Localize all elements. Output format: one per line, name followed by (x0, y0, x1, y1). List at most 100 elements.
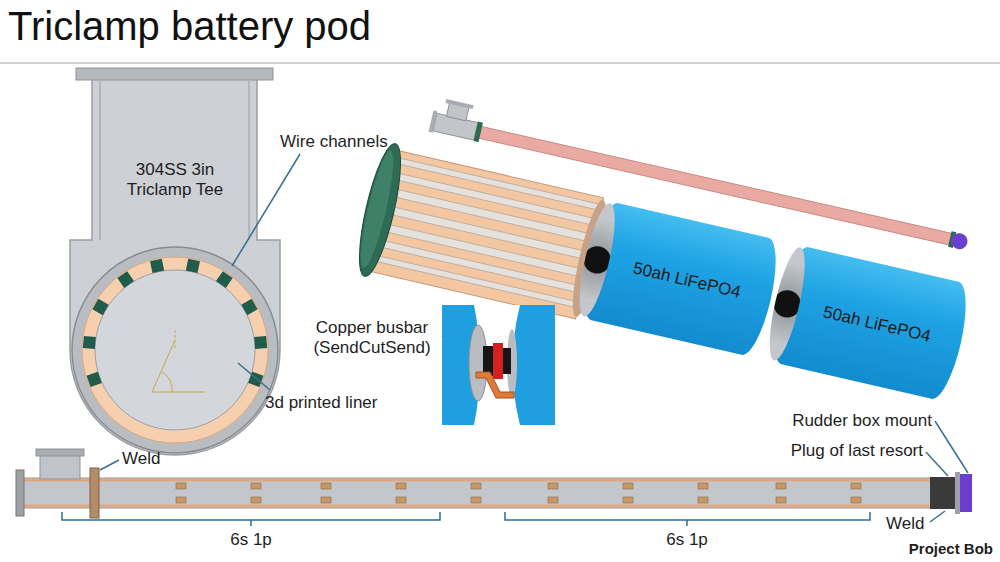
pod-side-view-part-part (471, 483, 481, 489)
pod-side-view-part (930, 477, 956, 509)
triclamp-tee-section-part (72, 247, 278, 453)
pod-side-view-part-part (251, 483, 261, 489)
pod-side-view-part (16, 470, 24, 516)
group-bracket-part (505, 512, 870, 520)
leader-line-part (232, 154, 300, 266)
liner-cylinder-part (351, 141, 409, 280)
group-bracket-part (250, 520, 252, 526)
battery-cell: 50ah LiFePO4 (765, 244, 973, 403)
callout-label: Rudder box mount (792, 411, 932, 431)
pod-side-view-part (22, 478, 957, 508)
triclamp-tee-section-part (248, 80, 250, 240)
busbar-inset-part (442, 305, 555, 425)
callout-label: Weld (886, 514, 924, 534)
liner-cylinder-part (366, 150, 603, 319)
pod-side-view-part-part (548, 497, 558, 503)
pod-side-view-part-part (396, 497, 406, 503)
part-label: 304SS 3in Triclamp Tee (115, 160, 235, 201)
group-label: 6s 1p (666, 530, 708, 550)
pod-side-view-part-part (471, 497, 481, 503)
pod-overview-part (474, 122, 483, 143)
pod-side-view-part-part (548, 483, 558, 489)
pod-overview-part (950, 232, 969, 251)
pod-side-view-part-part (851, 497, 861, 503)
group-label: 6s 1p (230, 530, 272, 550)
callout-label: Copper busbar (SendCutSend) (303, 318, 441, 359)
battery-cell: 50ah LiFePO4 (575, 200, 783, 359)
pod-side-view-part-part (623, 483, 633, 489)
pod-side-view-part-part (396, 483, 406, 489)
pod-side-view-part-part (623, 497, 633, 503)
leader-line-part (926, 452, 948, 476)
group-bracket-part (686, 520, 688, 526)
pod-side-view-part (40, 454, 80, 479)
triclamp-tee-section-part-part (241, 299, 257, 315)
pod-side-view-part-part (776, 497, 786, 503)
pod-side-view-part (90, 468, 99, 518)
triclamp-tee-section-part-part (92, 299, 108, 315)
busbar-inset-part (503, 348, 511, 374)
callout-label: 3d printed liner (265, 393, 377, 413)
liner-cylinder (351, 141, 614, 327)
battery-end-cap (572, 201, 621, 319)
triclamp-tee-section-part (82, 257, 268, 443)
triclamp-tee-section (70, 68, 280, 455)
title-rule (0, 62, 1000, 64)
liner-cylinder-part (355, 149, 400, 270)
watermark: Project Bob (909, 540, 993, 558)
pod-side-view-part (36, 449, 84, 456)
triclamp-tee-section-part (95, 270, 255, 430)
triclamp-tee-section-part-part (186, 259, 200, 273)
triclamp-tee-section-part-part (254, 336, 267, 349)
triclamp-tee-section-part (99, 80, 101, 240)
busbar-inset-part (476, 372, 514, 398)
pod-side-view-part-part (698, 497, 708, 503)
triclamp-tee-section-part-part (117, 271, 134, 288)
group-bracket-part (62, 512, 440, 520)
pod-side-view-part-part (176, 497, 186, 503)
triclamp-tee-section-part (76, 68, 273, 80)
pod-side-view-part-part (851, 483, 861, 489)
cell-label: 50ah LiFePO4 (821, 303, 932, 347)
callout-label: Wire channels (280, 132, 388, 152)
pod-side-view-part-part (176, 483, 186, 489)
pod-side-view-part-part (321, 497, 331, 503)
pod-side-view-part (960, 474, 972, 512)
pod-side-view-part (955, 472, 960, 514)
pod-side-view-part (176, 483, 861, 503)
liner-cylinder-part (372, 157, 601, 308)
busbar-inset-part (513, 305, 556, 425)
leader-line-part (930, 511, 945, 522)
liner-cylinder-part-part (372, 255, 579, 308)
pod-side-view-part (22, 505, 957, 508)
triclamp-tee-section-part-part (162, 372, 172, 392)
page-title: Triclamp battery pod (8, 4, 371, 49)
pod-side-view-part-part (776, 483, 786, 489)
pod-overview-part (429, 110, 438, 132)
busbar-inset-part (493, 343, 503, 379)
triclamp-tee-section-part-part (152, 340, 175, 392)
triclamp-tee-section-part (152, 330, 205, 392)
pod-side-view-part-part (321, 483, 331, 489)
pod-overview-part (445, 99, 473, 109)
leader-line-part (100, 460, 119, 470)
triclamp-tee-section-part-part (216, 271, 233, 288)
callout-label: Weld (122, 449, 160, 469)
triclamp-tee-section-part-part (86, 372, 101, 387)
pod-side-view-part-part (698, 483, 708, 489)
triclamp-tee-section-part-part (152, 392, 205, 393)
leader-line-part (238, 363, 270, 390)
leader-line-part (935, 421, 968, 473)
pod-side-view-part-part (251, 497, 261, 503)
triclamp-tee-section-part-part (83, 336, 96, 349)
triclamp-tee-section-part (70, 78, 280, 455)
cell-label: 50ah LiFePO4 (631, 259, 742, 303)
pod-side-view-part (22, 479, 957, 482)
triclamp-tee-section-part-part (175, 330, 176, 350)
triclamp-tee-section-part (83, 259, 267, 387)
group-bracket (62, 512, 870, 526)
callout-label: Plug of last resort (791, 441, 923, 461)
triclamp-tee-section-part-part (150, 259, 164, 273)
busbar-inset (442, 305, 555, 425)
